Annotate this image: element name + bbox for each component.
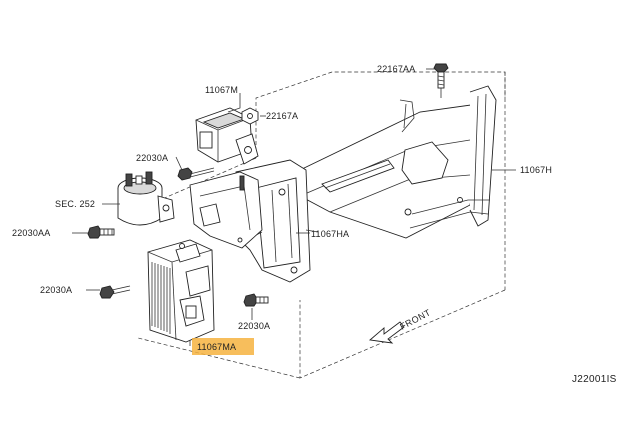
label-22030a-top: 22030A <box>136 153 168 163</box>
diagram-code: J22001IS <box>572 374 617 385</box>
heatsink-fins <box>151 262 171 334</box>
label-22030aa: 22030AA <box>12 228 50 238</box>
bolt-22030a-bottom <box>243 293 269 307</box>
label-11067m: 11067M <box>205 85 238 95</box>
label-front: FRONT <box>398 307 432 332</box>
label-11067h: 11067H <box>520 165 552 175</box>
bolt-22030a-left <box>99 285 131 299</box>
bracket-11067h <box>299 85 497 239</box>
front-arrow <box>368 321 405 344</box>
label-11067ma: 11067MA <box>197 342 236 352</box>
label-11067ha: 11067HA <box>311 229 349 239</box>
label-22030a-bottom: 22030A <box>238 321 270 331</box>
label-sec252: SEC. 252 <box>55 199 95 209</box>
bolt-22030aa <box>87 225 115 239</box>
relay-11067m <box>195 107 259 165</box>
relay-bracket <box>189 171 263 249</box>
solenoid-sec252 <box>117 171 175 226</box>
bolt-22030a-top <box>177 167 215 181</box>
label-22030a-left: 22030A <box>40 285 72 295</box>
bolt-22167aa <box>433 63 449 98</box>
label-22167a: 22167A <box>266 111 298 121</box>
nut-22167a <box>241 107 259 125</box>
label-22167aa: 22167AA <box>377 64 415 74</box>
leader-lines <box>72 68 516 346</box>
module-11067ma <box>147 239 215 343</box>
label-11067ma-highlight <box>192 338 254 355</box>
